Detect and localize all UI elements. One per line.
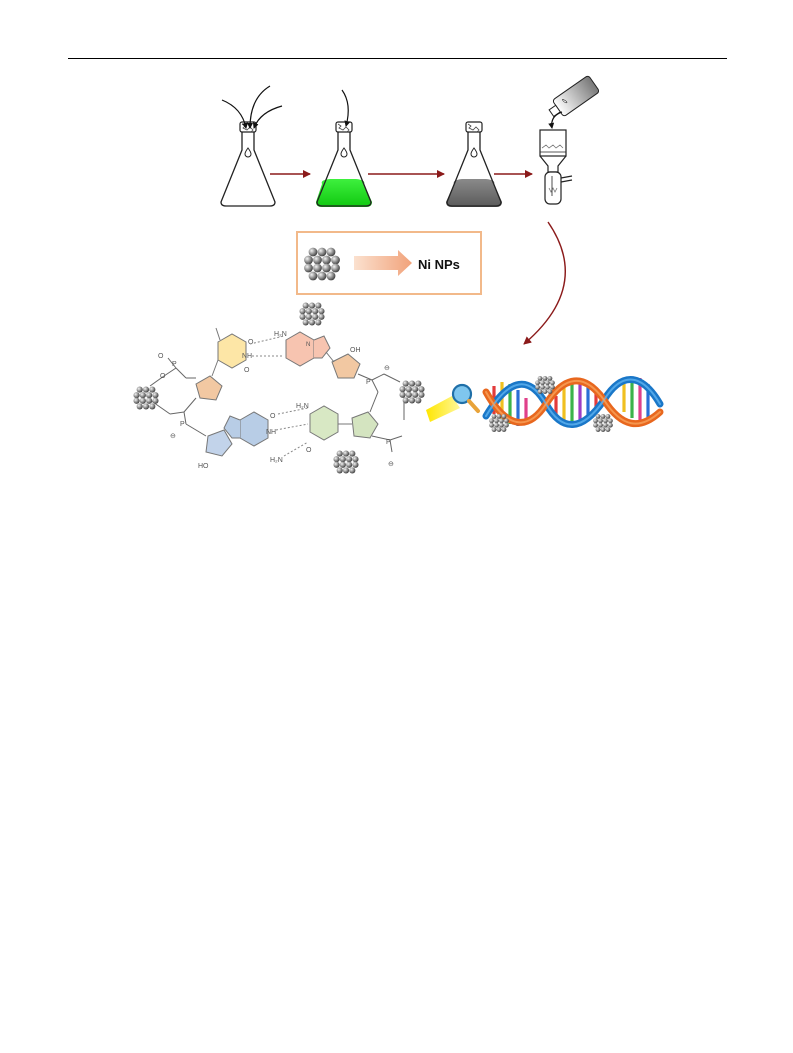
nanoparticle-cluster-icon <box>299 302 325 326</box>
svg-text:OH: OH <box>350 347 361 354</box>
svg-text:O: O <box>244 367 250 374</box>
svg-text:H₂N: H₂N <box>296 403 309 410</box>
flask-3-grey <box>446 121 502 207</box>
nanoparticle-cluster-icon <box>489 413 509 433</box>
svg-text:O: O <box>306 447 312 454</box>
nanoparticle-cluster-icon <box>133 386 159 410</box>
svg-text:O: O <box>248 339 254 346</box>
svg-text:HO: HO <box>198 463 209 470</box>
bottle-icon <box>548 75 600 118</box>
svg-text:P: P <box>366 379 371 386</box>
page-header-rule <box>68 58 727 59</box>
svg-text:H₂N: H₂N <box>270 457 283 464</box>
magnifier-icon <box>426 383 480 422</box>
flask-2-green <box>316 89 372 207</box>
nanoparticle-cluster-icon <box>593 413 613 433</box>
thymine-ring <box>217 333 247 369</box>
nanoparticle-cluster-icon <box>399 380 425 404</box>
svg-text:⊖: ⊖ <box>388 461 394 468</box>
svg-text:NH: NH <box>266 429 276 436</box>
cytosine-ring <box>309 405 339 441</box>
sugar-ring <box>195 375 223 401</box>
nanoparticle-cluster-icon <box>333 450 359 474</box>
svg-text:O: O <box>160 373 166 380</box>
legend-label: Ni NPs <box>418 257 460 272</box>
svg-text:⊖: ⊖ <box>384 365 390 372</box>
svg-text:O: O <box>158 353 164 360</box>
filtration-setup <box>539 75 600 205</box>
dna-helix-icon <box>482 375 664 433</box>
svg-text:H₂N: H₂N <box>274 331 287 338</box>
dna-structure: O P O O O NH H₂N N OH P ⊖ <box>133 302 425 474</box>
svg-text:N: N <box>306 342 310 348</box>
svg-text:P: P <box>180 421 185 428</box>
svg-text:⊖: ⊖ <box>170 433 176 440</box>
guanine-ring <box>239 411 269 447</box>
legend-box: Ni NPs <box>296 231 482 295</box>
nanoparticle-cluster-icon <box>535 375 555 395</box>
svg-text:NH: NH <box>242 353 252 360</box>
funnel-icon <box>539 129 573 205</box>
svg-text:P: P <box>386 439 391 446</box>
process-arrow-4 <box>523 221 566 345</box>
adenine-ring <box>285 331 315 367</box>
svg-text:P: P <box>172 361 177 368</box>
svg-text:O: O <box>270 413 276 420</box>
legend-arrow <box>354 250 412 276</box>
flask-1 <box>220 85 283 207</box>
flask-icon <box>220 121 276 207</box>
